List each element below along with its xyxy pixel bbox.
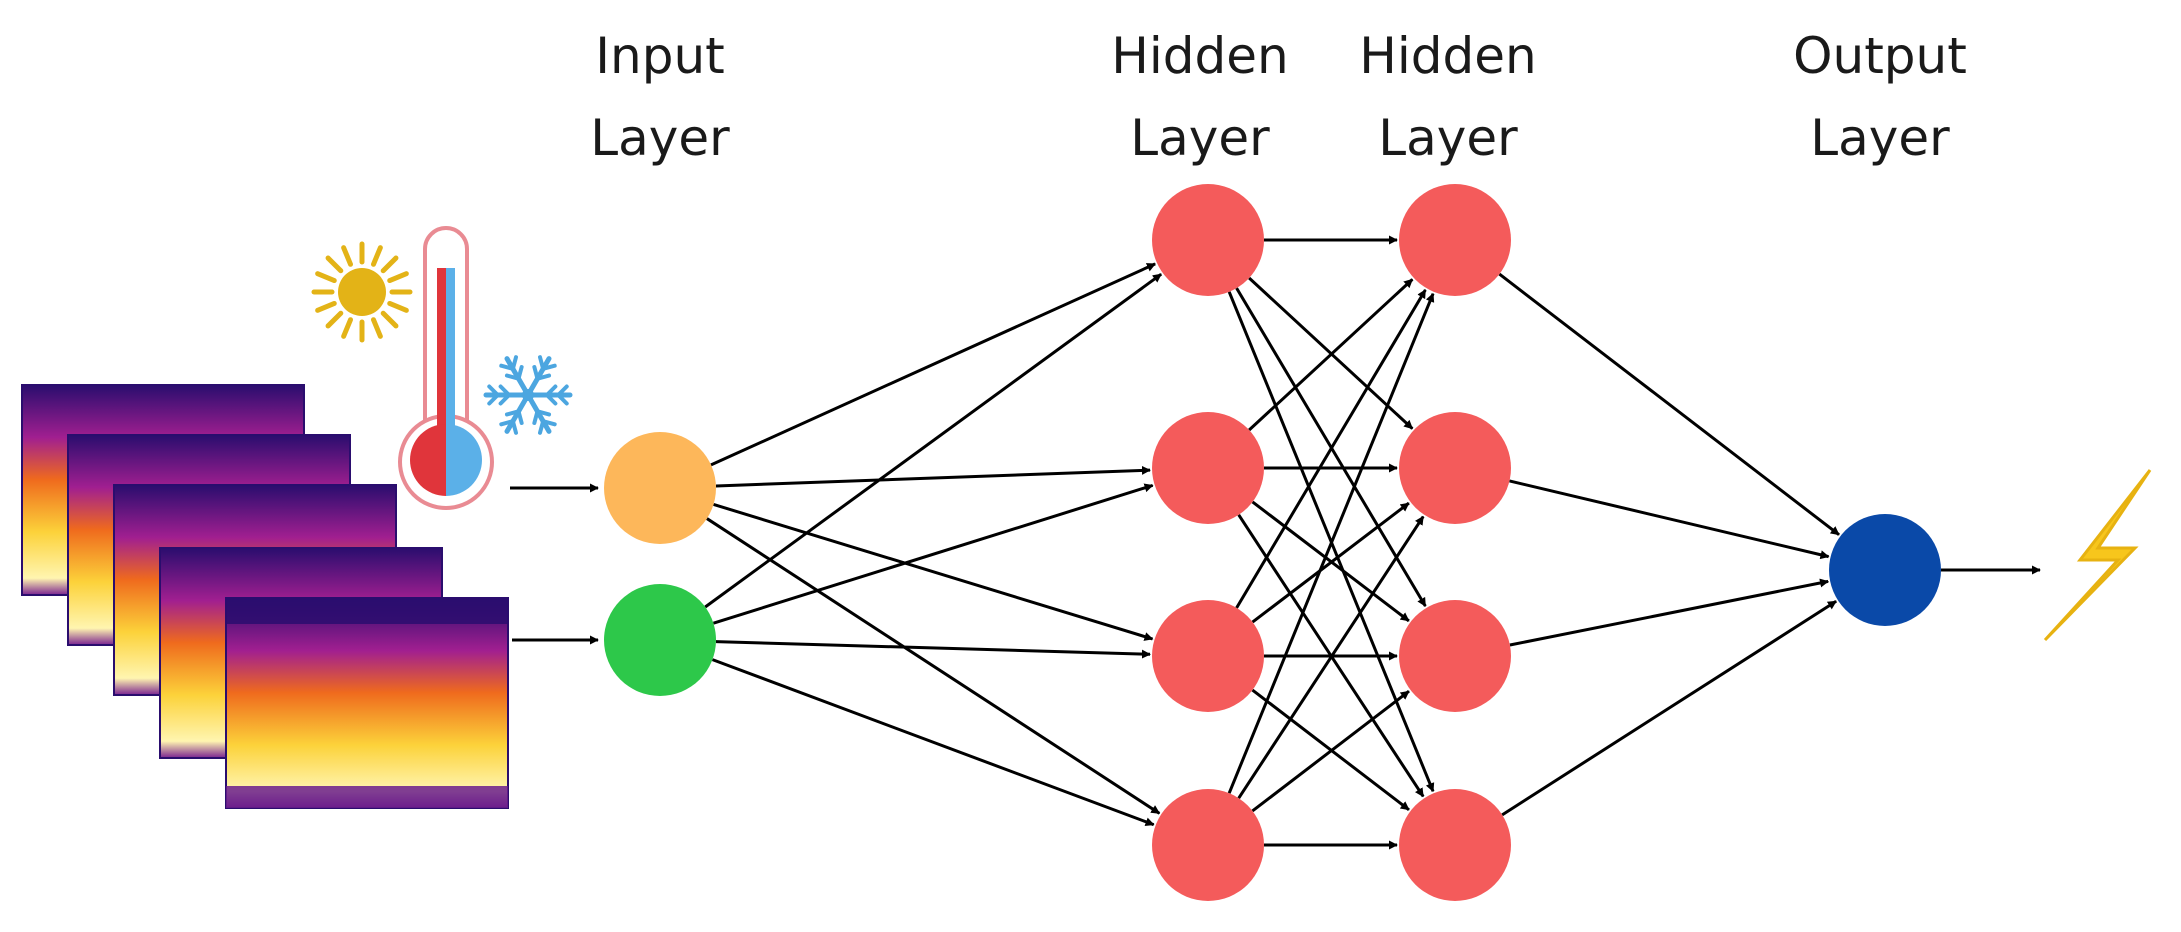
thermometer-icon xyxy=(398,226,494,510)
edge-hidden2-0-to-output-0 xyxy=(1498,272,1840,536)
output-label-line2: Layer xyxy=(1810,109,1950,167)
output-layer-label: Output Layer xyxy=(1750,15,2010,179)
node-input-0 xyxy=(604,432,716,544)
thermal-image-stack-icon xyxy=(21,384,509,809)
node-hidden2-3 xyxy=(1399,789,1511,901)
input-label-line1: Input xyxy=(595,27,725,85)
edge-hidden1-3-to-hidden2-1 xyxy=(1237,515,1425,799)
edge-hidden1-3-to-hidden2-2 xyxy=(1251,690,1410,813)
input-label-line2: Layer xyxy=(590,109,730,167)
edge-hidden1-2-to-hidden2-1 xyxy=(1251,501,1410,624)
network-nodes xyxy=(604,184,1941,901)
hidden1-label-line2: Layer xyxy=(1130,109,1270,167)
edge-input-0-to-hidden1-3 xyxy=(706,517,1161,815)
node-hidden1-3 xyxy=(1152,789,1264,901)
node-hidden1-0 xyxy=(1152,184,1264,296)
snowflake-icon xyxy=(483,355,573,435)
edge-input-1-to-hidden1-3 xyxy=(711,658,1155,827)
edge-input-0-to-hidden1-1 xyxy=(715,465,1151,488)
network-edges xyxy=(510,235,2041,850)
sun-icon xyxy=(311,241,413,343)
node-hidden2-1 xyxy=(1399,412,1511,524)
node-hidden1-1 xyxy=(1152,412,1264,524)
node-input-1 xyxy=(604,584,716,696)
edge-input-1-to-hidden1-2 xyxy=(715,640,1151,659)
thermal-image-5 xyxy=(225,597,509,809)
node-hidden2-0 xyxy=(1399,184,1511,296)
output-label-line1: Output xyxy=(1793,27,1967,85)
edge-input-1-to-hidden1-0 xyxy=(704,272,1163,609)
hidden1-label-line1: Hidden xyxy=(1111,27,1289,85)
hidden2-label-line1: Hidden xyxy=(1359,27,1537,85)
hidden-layer-2-label: Hidden Layer xyxy=(1318,15,1578,179)
node-output-0 xyxy=(1829,514,1941,626)
input-layer-label: Input Layer xyxy=(530,15,790,179)
hidden-layer-1-label: Hidden Layer xyxy=(1070,15,1330,179)
edge-hidden1-2-to-hidden2-0 xyxy=(1235,289,1427,609)
edge-hidden1-1-to-hidden2-0 xyxy=(1248,278,1414,432)
edge-input-0-to-hidden1-2 xyxy=(713,502,1154,641)
edge-hidden2-1-to-output-0 xyxy=(1509,479,1830,560)
edge-input-1-to-hidden1-1 xyxy=(712,483,1154,625)
edge-hidden2-2-to-output-0 xyxy=(1509,578,1830,647)
node-hidden2-2 xyxy=(1399,600,1511,712)
node-hidden1-2 xyxy=(1152,600,1264,712)
lightning-bolt-icon xyxy=(2043,469,2152,642)
edge-hidden2-3-to-output-0 xyxy=(1501,599,1837,817)
hidden2-label-line2: Layer xyxy=(1378,109,1518,167)
edge-hidden1-3-to-hidden2-0 xyxy=(1227,292,1435,794)
edge-input-0-to-hidden1-0 xyxy=(710,262,1156,467)
